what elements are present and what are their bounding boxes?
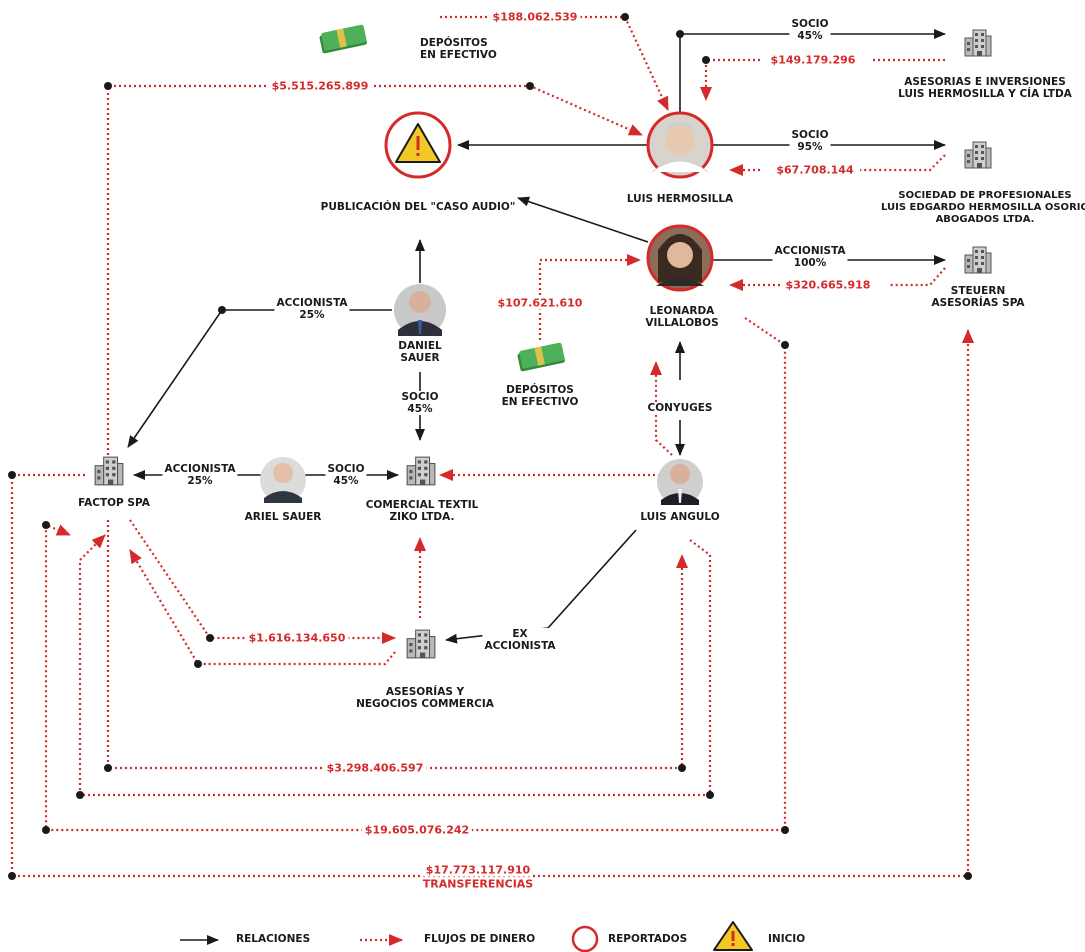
- amount-320: $320.665.918: [782, 278, 874, 292]
- cash-icon: [516, 342, 566, 372]
- label-luis-angulo: LUIS ANGULO: [640, 511, 720, 523]
- rel-label-accionista-25-daniel: ACCIONISTA 25%: [274, 297, 350, 321]
- rel-label-socio-45-ariel: SOCIO 45%: [325, 463, 367, 487]
- label-steuern: STEUERN ASESORÍAS SPA: [931, 285, 1025, 309]
- label-luis-hermosilla: LUIS HERMOSILLA: [626, 193, 734, 205]
- relation-lines: [127, 29, 946, 644]
- leonarda-avatar: [646, 224, 714, 292]
- legend-inicio: INICIO: [768, 933, 806, 945]
- amount-1616: $1.616.134.650: [245, 631, 349, 645]
- flow-17773: [10, 329, 974, 878]
- legend-shapes: [180, 921, 753, 952]
- luis-hermosilla-avatar: [646, 111, 714, 179]
- amount-17773: $17.773.117.910: [422, 863, 534, 877]
- flow-angulo-leonarda: [650, 361, 673, 456]
- flow-320-a: [890, 267, 946, 287]
- flow-3298: [106, 520, 688, 770]
- legend-reported-circle: [571, 925, 599, 952]
- flow-angulo-factop: [78, 534, 712, 797]
- label-daniel-sauer: DANIEL SAUER: [398, 340, 442, 364]
- rel-label-socio-95: SOCIO 95%: [789, 129, 831, 153]
- building-icon: [964, 141, 992, 169]
- legend-reportados: REPORTADOS: [608, 933, 688, 945]
- amount-188: $188.062.539: [489, 10, 581, 24]
- flow-67-a: [860, 154, 946, 172]
- flow-asesorias-factop: [129, 549, 396, 666]
- ariel-sauer-avatar: [260, 457, 306, 503]
- label-sociedad-profesionales: SOCIEDAD DE PROFESIONALES LUIS EDGARDO H…: [881, 190, 1085, 225]
- daniel-sauer-avatar: [394, 284, 446, 336]
- label-asesorias-negocios: ASESORÍAS Y NEGOCIOS COMMERCIA: [356, 686, 494, 710]
- amount-19605: $19.605.076.242: [361, 823, 473, 837]
- rel-label-socio-45-top: SOCIO 45%: [789, 18, 831, 42]
- rel-label-accionista-25-ariel: ACCIONISTA 25%: [162, 463, 238, 487]
- amount-107: $107.621.610: [494, 296, 586, 310]
- amount-5515: $5.515.265.899: [268, 79, 372, 93]
- rel-daniel-factop: [127, 309, 392, 448]
- legend-relaciones: RELACIONES: [236, 933, 311, 945]
- flow-5515: [106, 84, 643, 470]
- rel-label-conyuges: CONYUGES: [645, 402, 715, 414]
- luis-angulo-avatar: [657, 459, 703, 505]
- flow-107: [538, 254, 641, 340]
- building-icon: [406, 629, 436, 659]
- rel-leonarda-publicacion: [517, 196, 649, 243]
- label-depositos-2: DEPÓSITOS EN EFECTIVO: [501, 384, 579, 408]
- flow-188: [440, 15, 669, 111]
- rel-label-accionista-100: ACCIONISTA 100%: [772, 245, 848, 269]
- rel-label-socio-45-daniel: SOCIO 45%: [399, 391, 441, 415]
- label-leonarda: LEONARDA VILLALOBOS: [645, 305, 719, 329]
- label-ariel-sauer: ARIEL SAUER: [244, 511, 322, 523]
- amount-67: $67.708.144: [773, 163, 857, 177]
- legend-flujos: FLUJOS DE DINERO: [424, 933, 536, 945]
- junction-dots: [8, 13, 972, 880]
- label-transferencias: TRANSFERENCIAS: [419, 877, 537, 891]
- label-factop: FACTOP SPA: [78, 497, 150, 509]
- building-icon: [964, 29, 992, 57]
- legend-warning-icon: [713, 921, 753, 951]
- flow-19605: [44, 317, 787, 832]
- label-asesorias-inversiones: ASESORIAS E INVERSIONES LUIS HERMOSILLA …: [898, 76, 1072, 100]
- label-depositos-1: DEPÓSITOS EN EFECTIVO: [420, 37, 497, 61]
- rel-label-ex-accionista: EX ACCIONISTA: [482, 628, 558, 652]
- building-icon: [964, 246, 992, 274]
- amount-3298: $3.298.406.597: [323, 761, 427, 775]
- flow-1616: [129, 519, 396, 644]
- rel-angulo-asesorias: [445, 529, 637, 644]
- building-icon: [406, 456, 436, 486]
- cash-icon: [318, 24, 368, 54]
- building-icon: [94, 456, 124, 486]
- label-comercial-textil: COMERCIAL TEXTIL ZIKO LTDA.: [365, 499, 479, 523]
- label-publicacion: PUBLICACIÓN DEL "CASO AUDIO": [320, 201, 516, 213]
- publicacion-warning-icon: [384, 111, 452, 179]
- amount-149: $149.179.296: [767, 53, 859, 67]
